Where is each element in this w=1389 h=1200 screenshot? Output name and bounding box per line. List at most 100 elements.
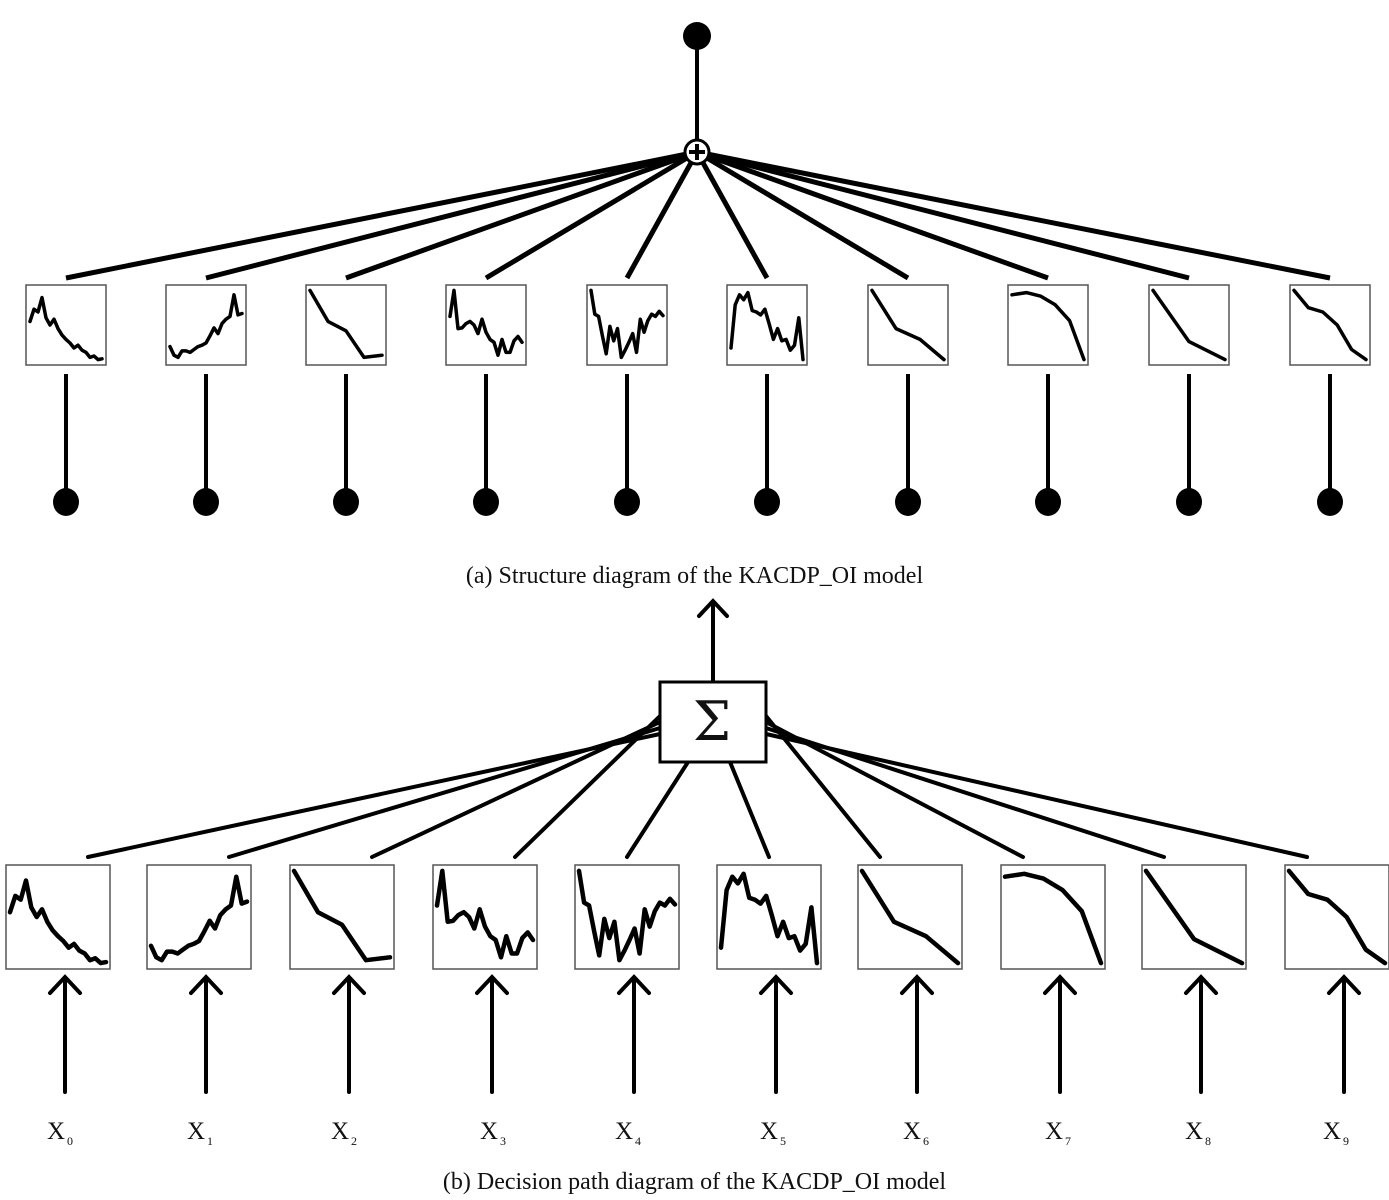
activation-box-a-4: [586, 284, 668, 366]
activation-curve: [870, 288, 946, 362]
activation-box-b-1: [146, 864, 252, 970]
edge-to-aggregator: [65, 149, 698, 281]
activation-curve: [1151, 288, 1227, 362]
activation-box-frame: [289, 864, 395, 970]
up-arrow-icon: [1184, 974, 1218, 995]
activation-box-b-2: [289, 864, 395, 970]
activation-curve: [1143, 868, 1245, 966]
edge-to-sum: [227, 726, 662, 859]
input-label-name: X: [46, 1118, 66, 1145]
input-label-subscript: 3: [500, 1134, 507, 1148]
edge-to-sum: [513, 714, 662, 859]
up-arrow-icon: [1327, 974, 1361, 995]
activation-box-a-5: [726, 284, 808, 366]
input-label-name: X: [759, 1118, 779, 1145]
activation-box-a-3: [445, 284, 527, 366]
activation-curve: [718, 871, 820, 966]
input-label-subscript: 0: [67, 1134, 74, 1148]
input-node: [614, 488, 640, 516]
sigma-symbol: Σ: [692, 689, 732, 753]
input-label-subscript: 9: [1343, 1134, 1350, 1148]
input-label-subscript: 2: [351, 1134, 358, 1148]
activation-curve: [434, 868, 536, 960]
edge-to-aggregator: [484, 149, 699, 281]
activation-box-frame: [25, 284, 107, 366]
input-node: [333, 488, 359, 516]
up-arrow-icon: [1043, 974, 1077, 995]
activation-box-a-7: [1007, 284, 1089, 366]
edge-to-aggregator: [696, 149, 1049, 281]
up-arrow-icon: [475, 974, 509, 995]
input-node: [1035, 488, 1061, 516]
input-node: [473, 488, 499, 516]
up-arrow-icon: [617, 974, 651, 995]
input-node: [1317, 488, 1343, 516]
activation-curve: [7, 878, 109, 966]
edge-to-aggregator: [696, 149, 1190, 281]
up-arrow-icon: [697, 598, 729, 618]
activation-box-b-5: [716, 864, 822, 970]
edge-to-sum: [370, 720, 662, 859]
activation-curve: [1292, 288, 1368, 362]
activation-box-b-8: [1141, 864, 1247, 970]
activation-curve: [859, 868, 961, 966]
activation-box-a-8: [1148, 284, 1230, 366]
activation-box-frame: [1000, 864, 1106, 970]
activation-box-frame: [305, 284, 387, 366]
input-label-name: X: [1184, 1118, 1204, 1145]
activation-box-a-0: [25, 284, 107, 366]
input-label-name: X: [1322, 1118, 1342, 1145]
up-arrow-icon: [900, 974, 934, 995]
input-label-name: X: [614, 1118, 634, 1145]
output-node: [683, 22, 711, 50]
activation-curve: [1010, 290, 1086, 362]
input-label-name: X: [479, 1118, 499, 1145]
up-arrow-icon: [759, 974, 793, 995]
activation-curve: [28, 295, 104, 362]
edge-to-aggregator: [624, 150, 700, 280]
input-label-subscript: 8: [1205, 1134, 1212, 1148]
input-label-subscript: 6: [923, 1134, 930, 1148]
input-label-name: X: [902, 1118, 922, 1145]
input-label-subscript: 5: [780, 1134, 787, 1148]
edge-to-aggregator: [345, 149, 698, 281]
input-label-name: X: [330, 1118, 350, 1145]
edge-to-sum: [625, 760, 690, 859]
activation-box-b-4: [574, 864, 680, 970]
activation-curve: [1286, 868, 1388, 966]
input-node: [895, 488, 921, 516]
structure-diagram: [25, 22, 1371, 516]
input-label-subscript: 4: [635, 1134, 642, 1148]
activation-curve: [448, 288, 524, 357]
activation-box-b-9: [1284, 864, 1389, 970]
edge-to-aggregator: [696, 149, 1331, 281]
activation-box-frame: [1007, 284, 1089, 366]
edge-to-aggregator: [694, 150, 770, 280]
activation-box-b-3: [432, 864, 538, 970]
activation-curve: [168, 293, 244, 360]
activation-curve: [589, 288, 665, 360]
sum-box: [658, 680, 768, 764]
activation-box-b-7: [1000, 864, 1106, 970]
activation-box-a-1: [165, 284, 247, 366]
activation-curve: [1002, 871, 1104, 966]
activation-box-a-2: [305, 284, 387, 366]
input-label-name: X: [1044, 1118, 1064, 1145]
activation-box-frame: [5, 864, 111, 970]
activation-box-b-6: [857, 864, 963, 970]
input-node: [1176, 488, 1202, 516]
activation-curve: [308, 288, 384, 360]
decision-path-diagram: [5, 598, 1389, 1094]
activation-curve: [729, 290, 805, 362]
activation-box-frame: [1141, 864, 1247, 970]
caption-a: (a) Structure diagram of the KACDP_OI mo…: [465, 563, 924, 589]
